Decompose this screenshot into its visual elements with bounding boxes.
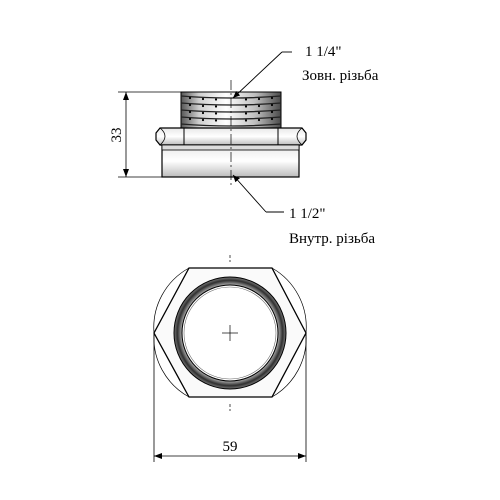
height-dimension-value: 33: [109, 128, 125, 143]
width-dimension-value: 59: [223, 439, 238, 455]
height-dimension: [118, 91, 181, 178]
top-callout-size: 1 1/4": [305, 44, 342, 60]
side-view: 33: [109, 51, 307, 213]
width-dimension: [153, 333, 307, 462]
top-callout-leader: [232, 51, 292, 99]
front-view: 59: [153, 255, 307, 462]
front-centerlines: [222, 255, 238, 411]
bottom-callout-leader: [232, 174, 284, 213]
bottom-callout-size: 1 1/2": [289, 206, 326, 222]
body: [161, 144, 300, 178]
bottom-callout-description: Внутр. різьба: [289, 231, 375, 247]
top-callout-description: Зовн. різьба: [302, 68, 379, 84]
